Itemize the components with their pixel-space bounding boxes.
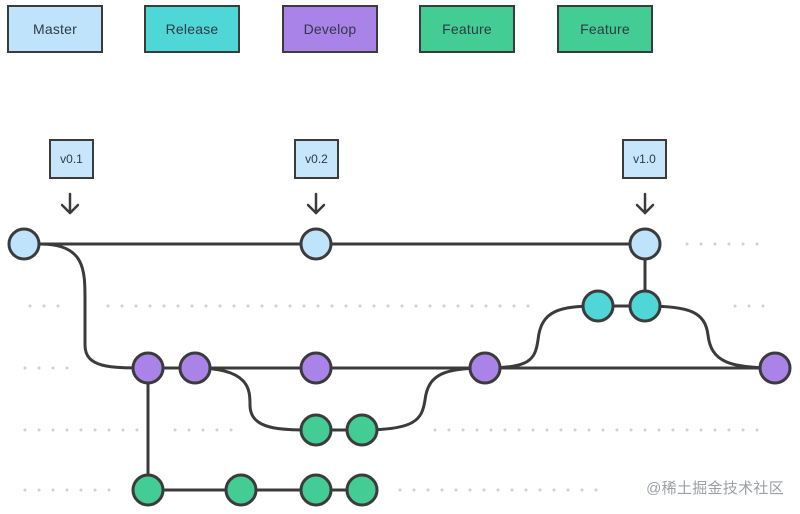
master-to-develop-curve (38, 242, 150, 370)
tag-v1-0: v1.0 (622, 139, 667, 179)
commit-feature (299, 413, 333, 447)
commit-release (581, 289, 615, 323)
commit-develop (758, 351, 792, 385)
feature1-to-develop-curve (360, 366, 487, 432)
branch-legend: Master Release Develop Feature Feature (0, 0, 800, 70)
commit-master-v1-0 (628, 227, 662, 261)
commit-feature (345, 413, 379, 447)
arrow-down-icon (635, 192, 655, 215)
commit-feature (224, 473, 258, 507)
legend-master-label: Master (33, 21, 77, 37)
commit-develop (178, 351, 212, 385)
lane-dots (23, 242, 767, 492)
arrow-down-icon (306, 192, 326, 215)
develop-to-feature1-curve (193, 366, 318, 432)
watermark: @稀土掘金技术社区 (646, 480, 784, 497)
legend-release-label: Release (165, 21, 219, 37)
commit-release (628, 289, 662, 323)
legend-release: Release (144, 5, 240, 53)
commit-develop (468, 351, 502, 385)
commit-master-v0-1 (7, 227, 41, 261)
legend-develop: Develop (282, 5, 378, 53)
commit-master-v0-2 (299, 227, 333, 261)
legend-feature-1: Feature (419, 5, 515, 53)
tag-v0-1-label: v0.1 (60, 152, 83, 166)
develop-to-release-curve (483, 304, 600, 370)
tag-v0-2-label: v0.2 (305, 152, 328, 166)
tag-v0-1: v0.1 (49, 139, 94, 179)
legend-feature-2: Feature (557, 5, 653, 53)
legend-develop-label: Develop (303, 21, 357, 37)
legend-master: Master (7, 5, 103, 53)
tag-arrows (60, 192, 655, 215)
commit-feature (299, 473, 333, 507)
tag-v1-0-label: v1.0 (633, 152, 656, 166)
release-to-develop-curve (643, 304, 777, 370)
commit-develop (131, 351, 165, 385)
arrow-down-icon (60, 192, 80, 215)
commit-develop (299, 351, 333, 385)
legend-feature-2-label: Feature (580, 21, 630, 37)
tag-v0-2: v0.2 (294, 139, 339, 179)
commit-feature (345, 473, 379, 507)
legend-feature-1-label: Feature (442, 21, 492, 37)
commit-nodes (7, 227, 792, 507)
commit-feature (131, 473, 165, 507)
